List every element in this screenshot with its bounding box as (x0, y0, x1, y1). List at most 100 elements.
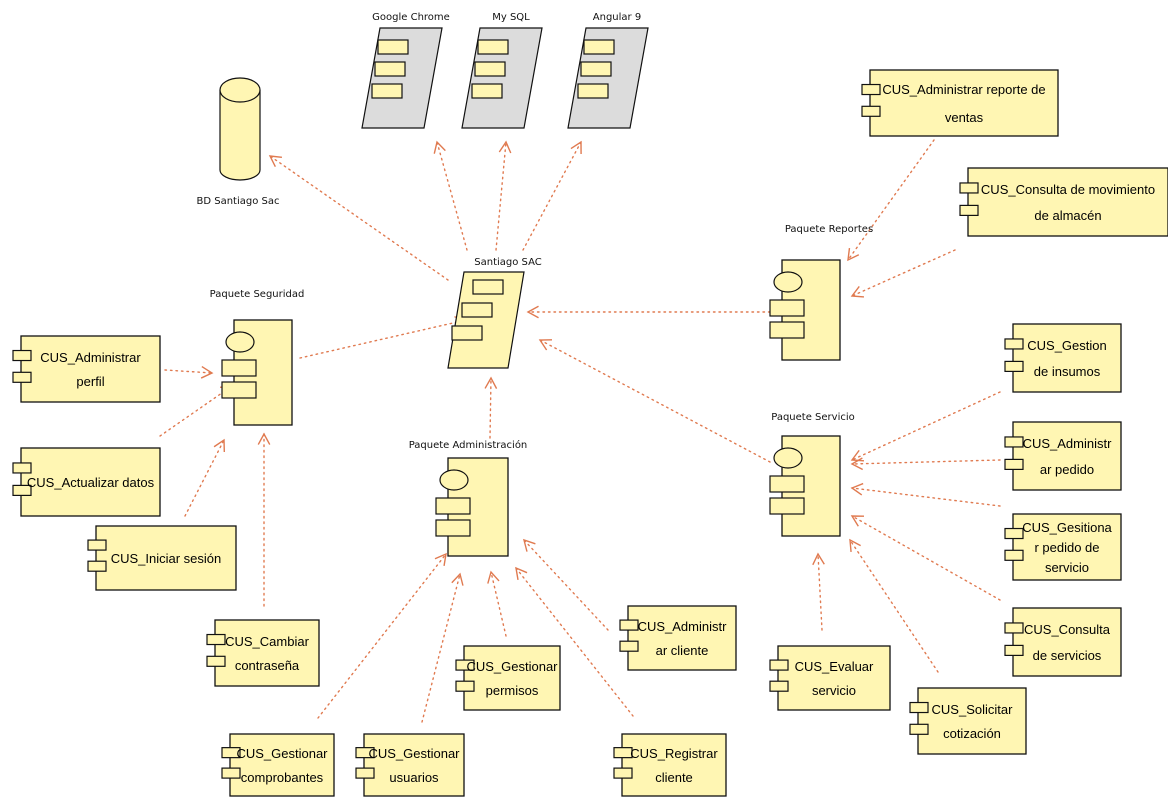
component-port-icon (206, 655, 226, 667)
artifact-slot-icon (471, 83, 503, 99)
package-reportes: Paquete Reportes (769, 224, 873, 361)
dependency-line (522, 141, 582, 251)
component-port-icon (1004, 622, 1024, 634)
technology-label: My SQL (492, 12, 530, 23)
technology-label: Angular 9 (593, 12, 641, 23)
package-label: Paquete Reportes (785, 224, 873, 235)
database-cylinder-icon (219, 90, 261, 181)
database-label: BD Santiago Sac (197, 196, 280, 207)
artifact-slot-icon (577, 83, 609, 99)
component-body (627, 605, 737, 671)
open-arrowhead-icon (850, 482, 864, 496)
component-body (95, 525, 237, 591)
dependency-line (851, 391, 1001, 461)
use-case-iniciar-sesion[interactable]: CUS_Iniciar sesión (87, 525, 237, 591)
use-case-label: CUS_Solicitar (932, 702, 1014, 717)
dependency-arrow (268, 155, 449, 281)
open-arrowhead-icon (200, 365, 214, 379)
package-ellipse-icon (773, 271, 803, 293)
dependency-line (489, 377, 492, 439)
component-port-icon (206, 633, 226, 646)
dependency-arrow (850, 391, 1001, 462)
use-case-label: cliente (655, 770, 693, 785)
dependency-line (817, 553, 823, 631)
use-case-gestionar-comprobantes[interactable]: CUS_Gestionar comprobantes (221, 733, 335, 797)
use-case-label: de almacén (1034, 208, 1101, 223)
package-servicio: Paquete Servicio (769, 412, 855, 537)
dependency-arrow (317, 552, 447, 719)
dependency-arrow (495, 140, 512, 251)
component-body (1012, 323, 1122, 393)
dependency-arrow (257, 432, 271, 607)
package-label: Paquete Servicio (771, 412, 855, 423)
use-case-label: comprobantes (241, 770, 324, 785)
open-arrowhead-icon (433, 140, 446, 154)
component-body (869, 69, 1059, 137)
component-port-icon (455, 680, 475, 692)
open-arrowhead-icon (487, 570, 500, 584)
dependency-arrow (850, 515, 1001, 601)
use-case-label: CUS_Gestionar (236, 746, 328, 761)
component-port-icon (1004, 527, 1024, 540)
system-slot-icon (461, 302, 493, 318)
artifact-slot-icon (583, 39, 615, 55)
open-arrowhead-icon (849, 538, 861, 553)
component-port-icon (613, 747, 633, 759)
dependency-line (299, 319, 467, 359)
use-case-label: CUS_Consulta (1024, 622, 1111, 637)
component-port-icon (909, 723, 929, 735)
component-port-icon (355, 767, 375, 779)
component-port-icon (1004, 549, 1024, 561)
component-port-icon (12, 462, 32, 474)
use-case-administrar-pedido[interactable]: CUS_Administrar pedido (1004, 421, 1122, 491)
dependency-arrow (487, 570, 507, 637)
dependency-arrow (522, 140, 582, 251)
package-bar-icon (221, 381, 257, 399)
component-port-icon (1004, 338, 1024, 350)
package-seguridad: Paquete Seguridad (210, 289, 304, 426)
package-bar-icon (435, 519, 471, 537)
component-port-icon (355, 747, 375, 759)
use-case-label: contraseña (235, 658, 300, 673)
component-body (463, 645, 561, 711)
dependency-line (523, 539, 609, 631)
component-port-icon (769, 680, 789, 692)
component-body (967, 167, 1168, 237)
open-arrowhead-icon (538, 339, 553, 351)
open-arrowhead-icon (515, 566, 528, 580)
component-body (621, 733, 727, 797)
open-arrowhead-icon (484, 376, 498, 389)
use-case-label: ar cliente (656, 643, 709, 658)
package-bar-icon (769, 321, 805, 339)
technology-angular: Angular 9 (567, 12, 649, 129)
package-administracion: Paquete Administración (409, 439, 527, 557)
dependency-arrow (484, 376, 498, 439)
database-top-icon (219, 77, 261, 103)
artifact-slot-icon (371, 83, 403, 99)
use-case-actualizar-datos[interactable]: CUS_Actualizar datos (12, 447, 161, 517)
dependency-arrow (523, 538, 609, 631)
use-case-label: servicio (812, 683, 856, 698)
component-port-icon (455, 659, 475, 671)
artifact-slot-icon (477, 39, 509, 55)
dependency-arrow (850, 482, 1001, 507)
use-case-administrar-cliente[interactable]: CUS_Administrar cliente (619, 605, 737, 671)
use-case-label: CUS_Administrar (40, 350, 141, 365)
dependency-line (159, 385, 233, 437)
dependency-line (421, 573, 461, 723)
component-body (229, 733, 335, 797)
dependency-line (851, 487, 1001, 507)
